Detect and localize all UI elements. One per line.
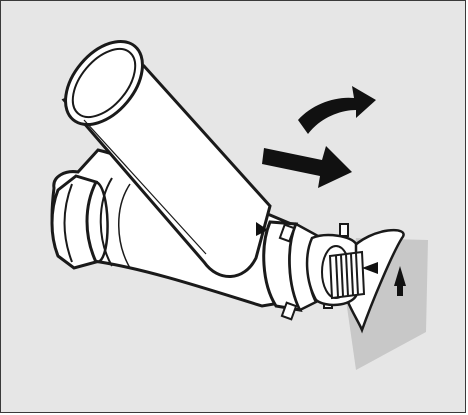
rotate-arrow-icon — [298, 86, 376, 134]
splined-shaft — [330, 252, 364, 298]
push-arrow-icon — [262, 146, 352, 188]
connector-lug — [340, 224, 348, 236]
